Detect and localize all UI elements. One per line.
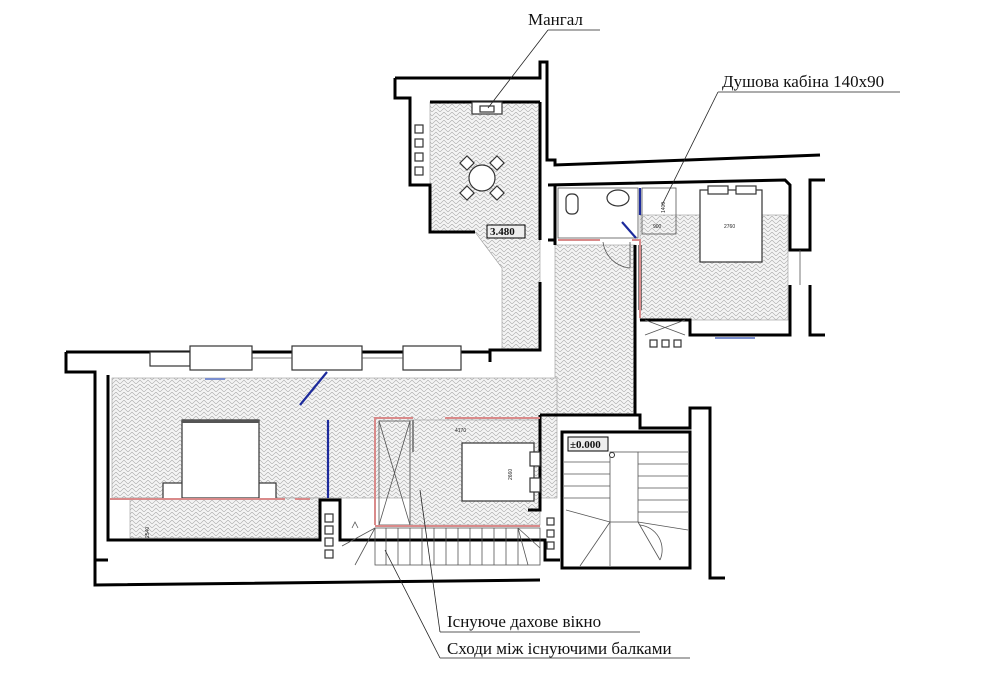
toilet (565, 193, 579, 215)
walls (64, 60, 825, 587)
dim-room-left: 2540 (145, 527, 151, 538)
left-lower-floor (129, 497, 321, 539)
stairs-lower (341, 521, 541, 566)
bed-top-right (699, 185, 763, 263)
label-shower: Душова кабіна 140x90 (722, 72, 884, 91)
label-roof-window: Існуюче дахове вікно (447, 612, 601, 631)
dim-shower-width: 900 (653, 224, 662, 230)
windows (149, 250, 801, 371)
dim-shower-length: 1400 (661, 202, 667, 213)
dim-bed-middle: 2660 (508, 469, 514, 480)
bed-middle (461, 442, 541, 502)
level-ground: ±0.000 (570, 439, 601, 451)
level-upper: 3.480 (490, 226, 515, 238)
chimney-blocks (324, 124, 682, 559)
hallway-floor (554, 244, 636, 416)
bathroom (557, 187, 677, 318)
stair-hall (564, 436, 689, 567)
dim-room-middle: 4170 (455, 428, 466, 434)
label-stairs: Сходи між існуючими балками (447, 639, 672, 658)
dim-bed-top-right: 2760 (724, 224, 735, 230)
washbasin (606, 189, 630, 207)
label-bbq: Мангал (528, 10, 583, 29)
bbq-grill (471, 101, 503, 115)
dining-table (459, 155, 505, 201)
